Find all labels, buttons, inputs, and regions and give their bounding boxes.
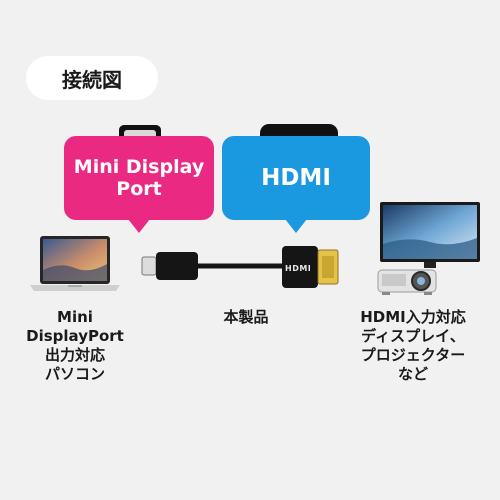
hdmi-bubble-label: HDMI (261, 165, 331, 191)
hdmi-logo-on-plug: HDMI (285, 264, 312, 273)
display-label: HDMI入力対応 ディスプレイ、 プロジェクター など (338, 308, 488, 384)
product-label: 本製品 (223, 308, 269, 326)
cable-product (141, 246, 339, 288)
hdmi-bubble-tail (285, 219, 307, 233)
diagram-title: 接続図 (26, 56, 158, 100)
computer-label-line-1: Mini (57, 308, 93, 326)
mini-displayport-bubble: Mini Display Port (64, 136, 214, 220)
display-label-line-1: HDMI入力対応 (360, 308, 466, 326)
mini-displayport-bubble-tail (128, 219, 150, 233)
laptop-icon (30, 236, 120, 291)
mini-displayport-bubble-line-1: Mini Display (73, 156, 205, 178)
computer-label: Mini DisplayPort 出力対応 パソコン (14, 308, 136, 384)
display-icon (380, 202, 480, 268)
projector-icon (377, 269, 437, 295)
display-label-line-3: プロジェクター (360, 346, 466, 364)
computer-label-line-4: パソコン (44, 365, 105, 383)
computer-label-line-2: DisplayPort (26, 327, 124, 345)
display-label-line-2: ディスプレイ、 (361, 327, 465, 345)
computer-label-line-3: 出力対応 (44, 346, 105, 364)
mini-displayport-bubble-line-2: Port (116, 178, 162, 200)
display-label-line-4: など (397, 365, 428, 383)
hdmi-bubble: HDMI (222, 136, 370, 220)
